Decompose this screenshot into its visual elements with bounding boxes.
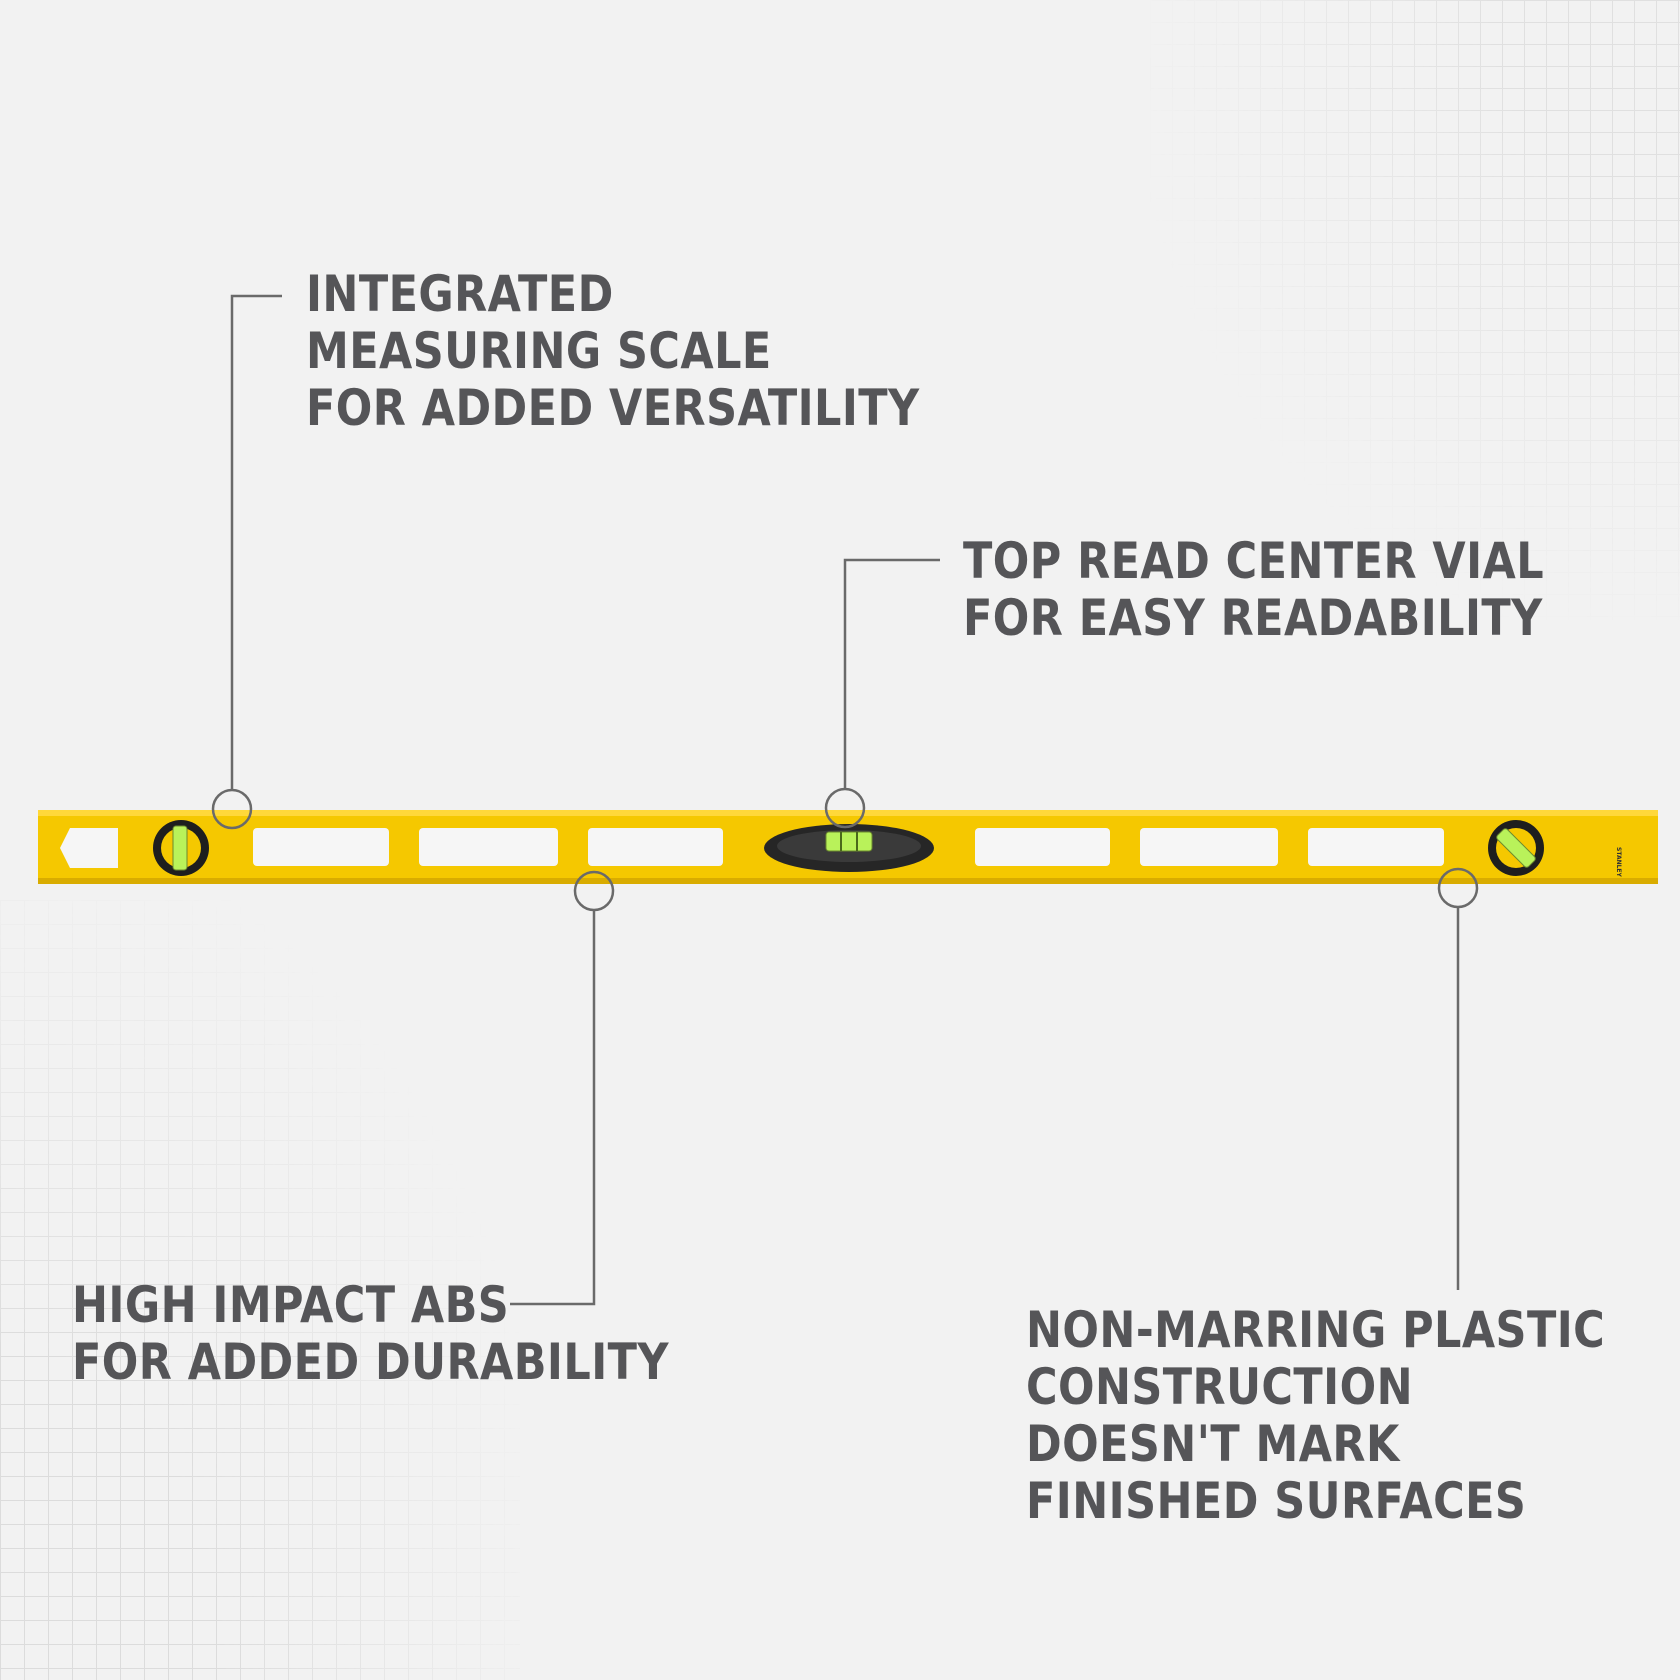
- leader-line-vial: [843, 558, 940, 789]
- callout-high-impact-abs: HIGH IMPACT ABS FOR ADDED DURABILITY: [72, 1276, 669, 1391]
- callout-center-vial: TOP READ CENTER VIAL FOR EASY READABILIT…: [963, 532, 1545, 647]
- callout-measuring-scale: INTEGRATED MEASURING SCALE FOR ADDED VER…: [306, 265, 920, 437]
- leader-lines: [211, 294, 1479, 1306]
- left-plumb-vial: [153, 820, 209, 876]
- hand-slots: [253, 828, 1444, 866]
- spirit-level: [38, 810, 1658, 884]
- leader-line-scale: [230, 294, 282, 790]
- right-45-vial: [1488, 820, 1544, 876]
- marker-circle-vial: [824, 787, 866, 829]
- center-vial: [764, 824, 934, 872]
- background-grid-bottom-left: [0, 900, 520, 1680]
- end-grip-slot: [60, 828, 118, 868]
- background-grid-top-right: [1150, 0, 1680, 620]
- brand-logo-text: STANLEY: [1615, 847, 1622, 877]
- callout-non-marring-plastic: NON-MARRING PLASTIC CONSTRUCTION DOESN'T…: [1026, 1301, 1606, 1530]
- marker-circle-scale: [211, 788, 253, 830]
- leader-line-abs: [510, 910, 596, 1306]
